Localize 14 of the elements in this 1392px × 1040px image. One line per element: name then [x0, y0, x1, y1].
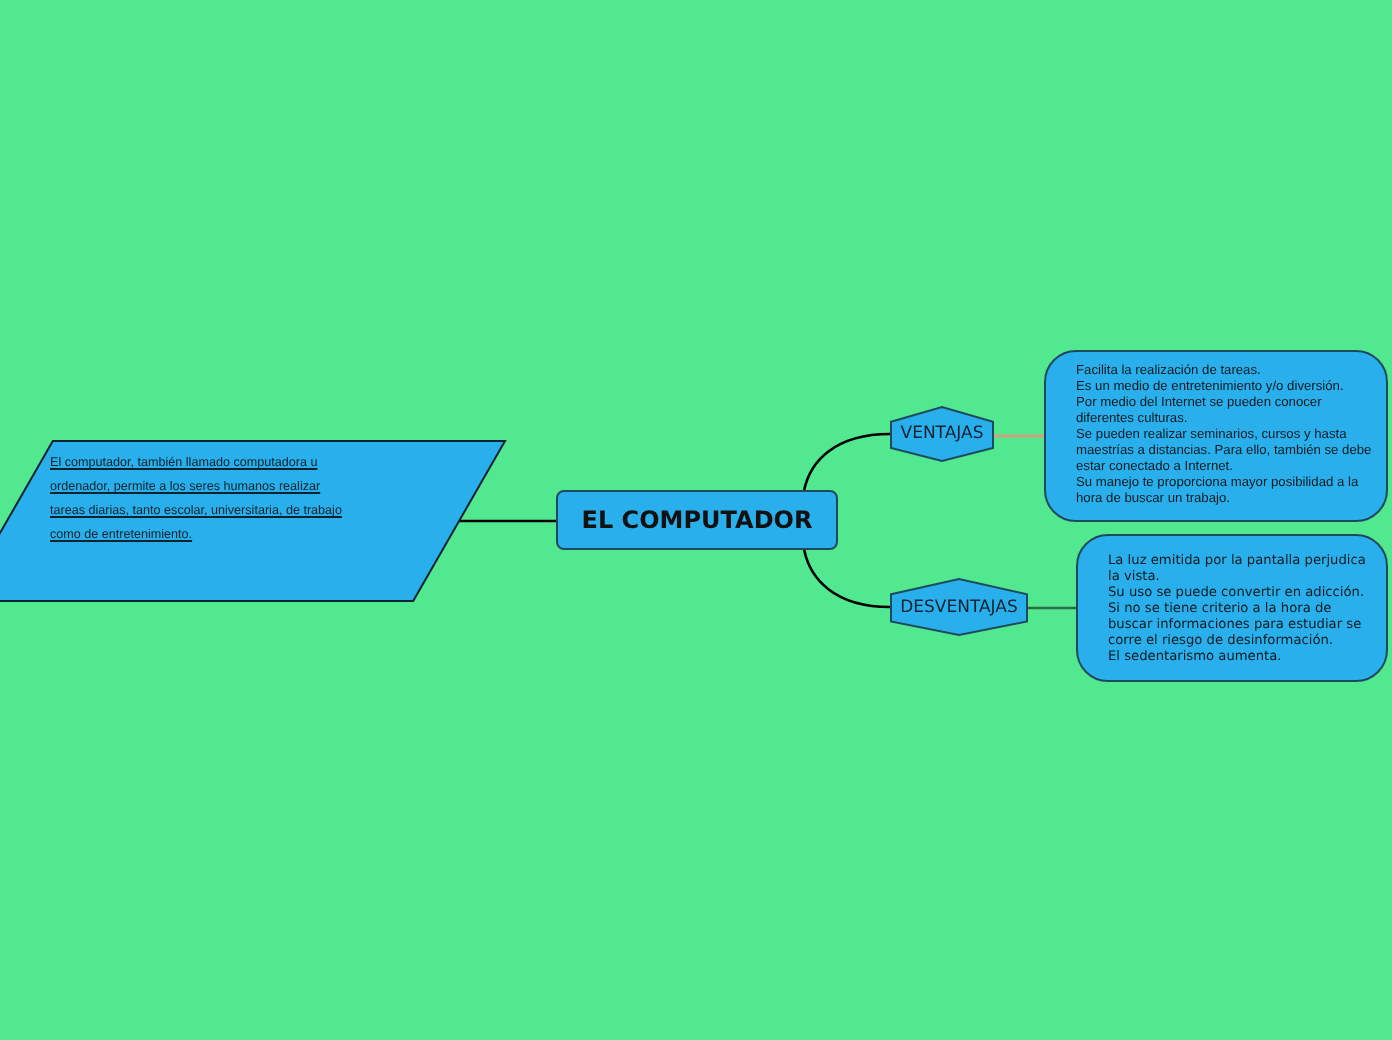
connector-line: [994, 434, 1044, 438]
hexagon-node: [890, 406, 994, 462]
topic-title: EL COMPUTADOR: [581, 506, 813, 534]
connector-line: [1028, 606, 1076, 610]
connector-line: [802, 549, 891, 609]
connector-line: [802, 432, 891, 491]
topic-box: [556, 490, 838, 550]
note-card: [1044, 350, 1388, 522]
hexagon-node: [890, 578, 1028, 636]
note-card: [1076, 534, 1388, 682]
parallelogram-node: [0, 440, 506, 602]
branch-label: VENTAJAS: [900, 424, 984, 444]
connector-line: [459, 519, 556, 523]
branch-label: DESVENTAJAS: [900, 597, 1018, 617]
